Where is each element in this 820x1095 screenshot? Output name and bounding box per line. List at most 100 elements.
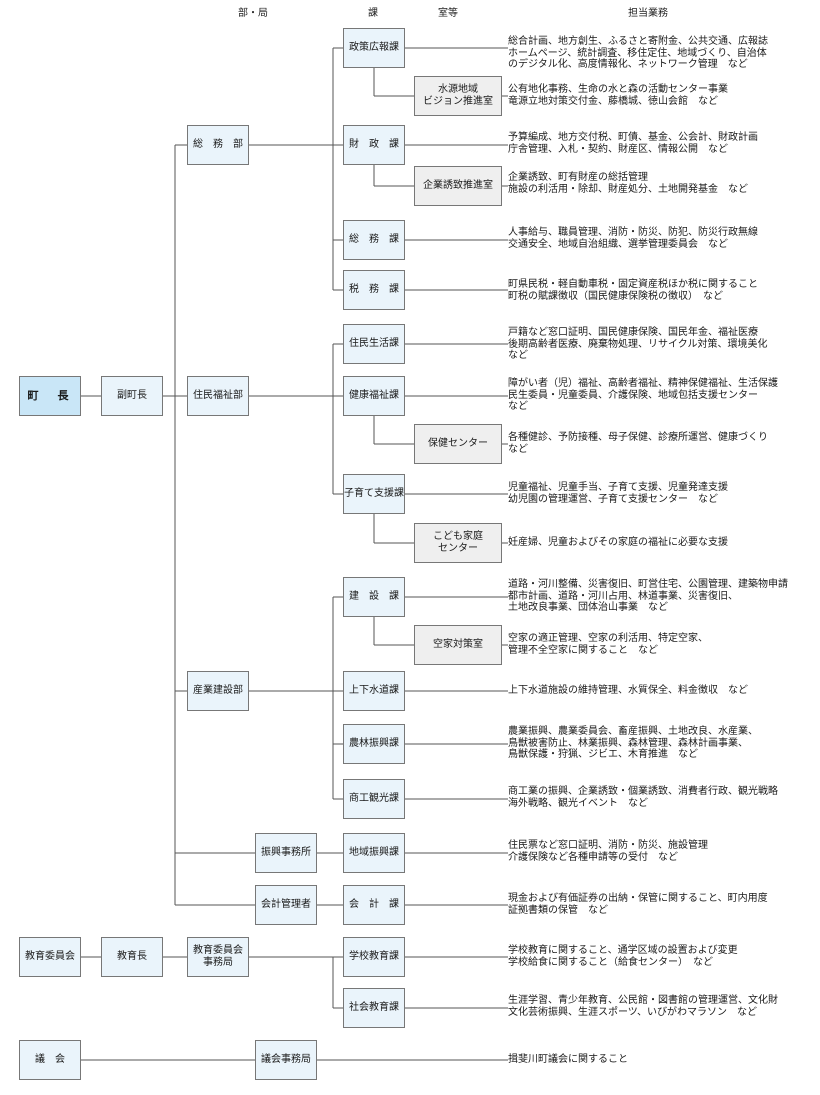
duty-line: 幼児園の管理運営、子育て支援センター など bbox=[508, 493, 718, 505]
node-hoken[interactable]: 保健センター bbox=[414, 424, 502, 464]
node-gikaijimukyoku[interactable]: 議会事務局 bbox=[255, 1040, 317, 1080]
duty-line: など bbox=[508, 350, 528, 361]
duty-line: 現金および有価証券の出納・保管に関すること、町内用度 bbox=[508, 893, 768, 904]
node-kyoikucho[interactable]: 教育長 bbox=[101, 937, 163, 977]
node-gikai[interactable]: 議 会 bbox=[19, 1040, 81, 1080]
duty-line: 竜源立地対策交付金、藤橋城、徳山会館 など bbox=[508, 95, 718, 107]
duty-line: 総合計画、地方創生、ふるさと寄附金、公共交通、広報誌 bbox=[508, 36, 768, 47]
node-zaisei[interactable]: 財 政 課 bbox=[343, 125, 405, 165]
duty-suigen: 公有地化事務、生命の水と森の活動センター事業 竜源立地対策交付金、藤橋城、徳山会… bbox=[508, 84, 813, 107]
node-chiikishinko[interactable]: 地域振興課 bbox=[343, 833, 405, 873]
duty-line: 商工業の振興、企業誘致・個業誘致、消費者行政、観光戦略 bbox=[508, 786, 778, 797]
duty-line: 各種健診、予防接種、母子保健、診療所運営、健康づくり bbox=[508, 432, 768, 443]
node-somuka[interactable]: 総 務 課 bbox=[343, 220, 405, 260]
node-shakai[interactable]: 社会教育課 bbox=[343, 988, 405, 1028]
duty-line: 農業振興、農業委員会、畜産振興、土地改良、水産業、 bbox=[508, 726, 758, 737]
duty-hoken: 各種健診、予防接種、母子保健、診療所運営、健康づくり など bbox=[508, 432, 813, 455]
duty-gakko: 学校教育に関すること、通学区域の設置および変更 学校給食に関すること（給食センタ… bbox=[508, 945, 813, 968]
duty-line: 上下水道施設の維持管理、水質保全、料金徴収 など bbox=[508, 685, 748, 696]
node-juminseikatsu[interactable]: 住民生活課 bbox=[343, 324, 405, 364]
node-chocho[interactable]: 町 長 bbox=[19, 376, 81, 416]
duty-line: など bbox=[508, 401, 528, 412]
node-shinkojimusho[interactable]: 振興事務所 bbox=[255, 833, 317, 873]
node-kensetsu[interactable]: 建 設 課 bbox=[343, 577, 405, 617]
duty-juminseikatsu: 戸籍など窓口証明、国民健康保険、国民年金、福祉医療 後期高齢者医療、廃棄物処理、… bbox=[508, 327, 813, 362]
duty-line: 道路・河川整備、災害復旧、町営住宅、公園管理、建築物申請 bbox=[508, 579, 788, 590]
duty-line: 海外戦略、観光イベント など bbox=[508, 797, 648, 809]
duty-line: 庁舎管理、入札・契約、財産区、情報公開 など bbox=[508, 143, 728, 155]
duty-line: 鳥獣保護・狩猟、ジビエ、木育推進 など bbox=[508, 749, 698, 760]
node-seisakukoho[interactable]: 政策広報課 bbox=[343, 28, 405, 68]
duty-line: 学校給食に関すること（給食センター） など bbox=[508, 956, 713, 968]
duty-line: ホームページ、統計調査、移住定住、地域づくり、自治体 bbox=[508, 47, 767, 59]
duty-line: 都市計画、道路・河川占用、林道事業、災害復旧、 bbox=[508, 590, 738, 602]
duty-shakai: 生涯学習、青少年教育、公民館・図書館の管理運営、文化財 文化芸術振興、生涯スポー… bbox=[508, 995, 813, 1018]
duty-zeimu: 町県民税・軽自動車税・固定資産税ほか税に関すること 町税の賦課徴収（国民健康保険… bbox=[508, 279, 813, 302]
duty-line: 土地改良事業、団体治山事業 など bbox=[508, 602, 668, 613]
duty-akiya: 空家の適正管理、空家の利活用、特定空家、 管理不全空家に関すること など bbox=[508, 633, 813, 656]
duty-line: 予算編成、地方交付税、町債、基金、公会計、財政計画 bbox=[508, 132, 758, 143]
header-tanto: 担当業務 bbox=[628, 8, 668, 19]
duty-kodomo: 妊産婦、児童およびその家庭の福祉に必要な支援 bbox=[508, 537, 813, 549]
duty-line: 管理不全空家に関すること など bbox=[508, 644, 658, 656]
duty-line: 空家の適正管理、空家の利活用、特定空家、 bbox=[508, 633, 708, 644]
duty-line: 町税の賦課徴収（国民健康保険税の徴収） など bbox=[508, 290, 723, 302]
duty-line: 障がい者（児）福祉、高齢者福祉、精神保健福祉、生活保護 bbox=[508, 378, 778, 389]
duty-jogesuido: 上下水道施設の維持管理、水質保全、料金徴収 など bbox=[508, 685, 813, 697]
node-kyoikuiinkai[interactable]: 教育委員会 bbox=[19, 937, 81, 977]
duty-somuka: 人事給与、職員管理、消防・防災、防犯、防災行政無線 交通安全、地域自治組織、選挙… bbox=[508, 227, 813, 250]
node-kodomo[interactable]: こども家庭 センター bbox=[414, 523, 502, 563]
duty-gikaijimukyoku: 揖斐川町議会に関すること bbox=[508, 1054, 813, 1066]
node-fukuchocho[interactable]: 副町長 bbox=[101, 376, 163, 416]
duty-kenkofukushi: 障がい者（児）福祉、高齢者福祉、精神保健福祉、生活保護 民生委員・児童委員、介護… bbox=[508, 378, 813, 413]
duty-kigyoyuchi: 企業誘致、町有財産の総括管理 施設の利活用・除却、財産処分、土地開発基金 など bbox=[508, 172, 813, 195]
node-kosodate[interactable]: 子育て支援課 bbox=[343, 474, 405, 514]
duty-line: 住民票など窓口証明、消防・防災、施設管理 bbox=[508, 840, 708, 851]
duty-line: 企業誘致、町有財産の総括管理 bbox=[508, 172, 648, 183]
duty-line: 介護保険など各種申請等の受付 など bbox=[508, 851, 678, 863]
duty-kensetsu: 道路・河川整備、災害復旧、町営住宅、公園管理、建築物申請 都市計画、道路・河川占… bbox=[508, 579, 813, 614]
node-kyoikujimukyoku[interactable]: 教育委員会 事務局 bbox=[187, 937, 249, 977]
node-jogesuido[interactable]: 上下水道課 bbox=[343, 671, 405, 711]
duty-line: 町県民税・軽自動車税・固定資産税ほか税に関すること bbox=[508, 279, 758, 290]
duty-line: 後期高齢者医療、廃棄物処理、リサイクル対策、環境美化 bbox=[508, 338, 768, 350]
duty-shoko: 商工業の振興、企業誘致・個業誘致、消費者行政、観光戦略 海外戦略、観光イベント … bbox=[508, 786, 813, 809]
node-zeimu[interactable]: 税 務 課 bbox=[343, 270, 405, 310]
duty-line: 人事給与、職員管理、消防・防災、防犯、防災行政無線 bbox=[508, 227, 758, 238]
duty-chiikishinko: 住民票など窓口証明、消防・防災、施設管理 介護保険など各種申請等の受付 など bbox=[508, 840, 813, 863]
node-norin[interactable]: 農林振興課 bbox=[343, 724, 405, 764]
duty-line: 文化芸術振興、生涯スポーツ、いびがわマラソン など bbox=[508, 1006, 757, 1018]
node-sangyokensetsubu[interactable]: 産業建設部 bbox=[187, 671, 249, 711]
duty-line: 施設の利活用・除却、財産処分、土地開発基金 など bbox=[508, 183, 748, 195]
header-bu: 部・局 bbox=[238, 8, 268, 19]
duty-line: のデジタル化、高度情報化、ネットワーク管理 など bbox=[508, 59, 748, 70]
node-kaikeikanrisha[interactable]: 会計管理者 bbox=[255, 885, 317, 925]
duty-seisakukoho: 総合計画、地方創生、ふるさと寄附金、公共交通、広報誌 ホームページ、統計調査、移… bbox=[508, 36, 813, 71]
duty-norin: 農業振興、農業委員会、畜産振興、土地改良、水産業、 鳥獣被害防止、林業振興、森林… bbox=[508, 726, 813, 761]
node-kaikei[interactable]: 会 計 課 bbox=[343, 885, 405, 925]
duty-line: 証拠書類の保管 など bbox=[508, 904, 608, 916]
duty-kosodate: 児童福祉、児童手当、子育て支援、児童発達支援 幼児園の管理運営、子育て支援センタ… bbox=[508, 482, 813, 505]
node-juminfukushibu[interactable]: 住民福祉部 bbox=[187, 376, 249, 416]
node-somubu[interactable]: 総 務 部 bbox=[187, 125, 249, 165]
duty-line: 生涯学習、青少年教育、公民館・図書館の管理運営、文化財 bbox=[508, 995, 778, 1006]
duty-line: 交通安全、地域自治組織、選挙管理委員会 など bbox=[508, 238, 728, 250]
duty-kaikei: 現金および有価証券の出納・保管に関すること、町内用度 証拠書類の保管 など bbox=[508, 893, 813, 916]
header-shitsu: 室等 bbox=[438, 8, 458, 19]
duty-line: 妊産婦、児童およびその家庭の福祉に必要な支援 bbox=[508, 537, 728, 548]
duty-line: 戸籍など窓口証明、国民健康保険、国民年金、福祉医療 bbox=[508, 327, 758, 338]
duty-line: 公有地化事務、生命の水と森の活動センター事業 bbox=[508, 84, 728, 95]
node-kenkofukushi[interactable]: 健康福祉課 bbox=[343, 376, 405, 416]
node-suigen[interactable]: 水源地域 ビジョン推進室 bbox=[414, 76, 502, 116]
duty-line: 民生委員・児童委員、介護保険、地域包括支援センター bbox=[508, 389, 758, 401]
node-gakko[interactable]: 学校教育課 bbox=[343, 937, 405, 977]
duty-line: など bbox=[508, 443, 528, 455]
duty-line: 揖斐川町議会に関すること bbox=[508, 1054, 628, 1065]
node-shoko[interactable]: 商工観光課 bbox=[343, 779, 405, 819]
node-kigyoyuchi[interactable]: 企業誘致推進室 bbox=[414, 166, 502, 206]
duty-line: 学校教育に関すること、通学区域の設置および変更 bbox=[508, 945, 738, 956]
header-ka: 課 bbox=[368, 8, 378, 19]
node-akiya[interactable]: 空家対策室 bbox=[414, 625, 502, 665]
